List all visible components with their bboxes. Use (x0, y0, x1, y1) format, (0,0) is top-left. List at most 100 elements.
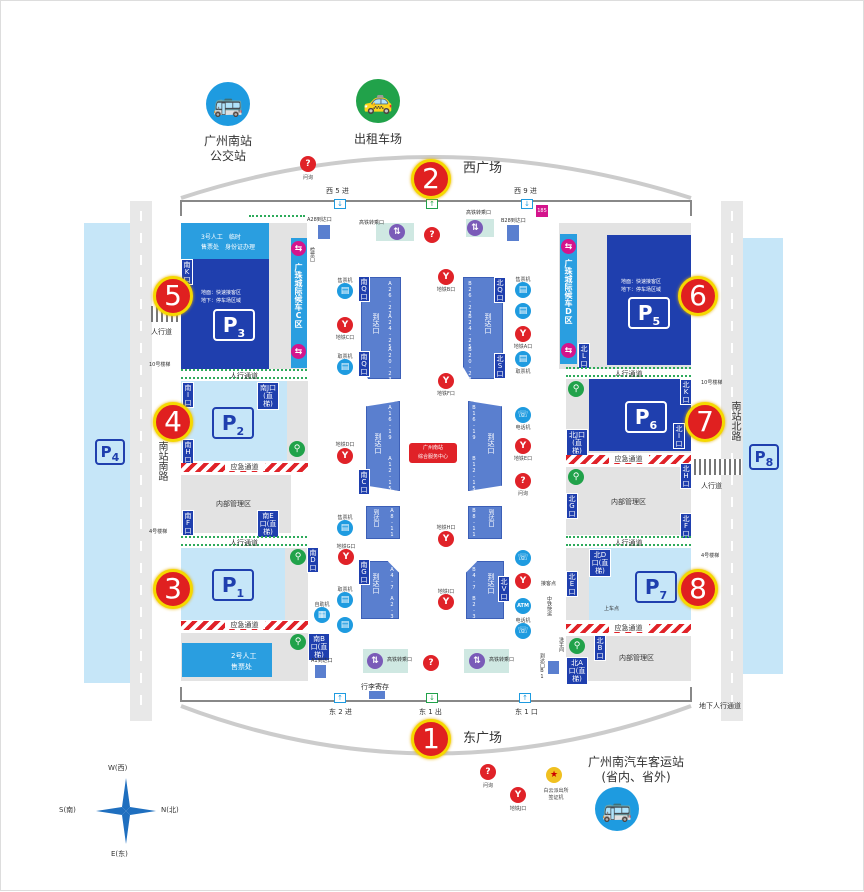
walkway[interactable]: 人行通道 (181, 536, 307, 547)
arrival-a-mid[interactable] (366, 401, 400, 491)
entry-icon[interactable]: ↑ (519, 693, 531, 703)
a28-exit[interactable] (318, 225, 330, 239)
ticket-machine-icon[interactable]: ▤ (337, 592, 353, 608)
gate-south-d[interactable]: 南D口 (307, 547, 319, 573)
gate-north-h[interactable]: 北H口 (680, 463, 692, 489)
facility-label: 地铁A口 (513, 344, 533, 350)
gate-south-e[interactable]: 南E口(直梯) (257, 510, 279, 538)
ticket-machine-icon[interactable]: ▤ (515, 282, 531, 298)
entry-icon[interactable]: ↓ (334, 199, 346, 209)
exit-number-5[interactable]: 5 (153, 276, 193, 316)
question-icon[interactable]: ? (300, 156, 316, 172)
b28-exit[interactable] (507, 225, 519, 241)
gate-north-s[interactable]: 北S口 (494, 353, 506, 379)
phone-icon[interactable]: ☏ (515, 550, 531, 566)
entry-icon[interactable]: ↑ (334, 693, 346, 703)
gate-south-c[interactable]: 南C口 (358, 469, 370, 495)
gate-south-q[interactable]: 南Q口 (358, 276, 370, 302)
gate-north-v[interactable]: 北V口 (498, 576, 510, 602)
gate-south-h[interactable]: 南H口 (182, 439, 194, 465)
ticket-machine-icon[interactable]: ▤ (337, 359, 353, 375)
ticket-machine-icon[interactable]: ▤ (337, 617, 353, 633)
gate-north-k[interactable]: 北K口 (680, 379, 692, 405)
gate-w9: 西 9 进 (514, 187, 537, 195)
self-service-icon[interactable]: ▦ (314, 607, 330, 623)
transfer-label: 高铁转乘口 (466, 210, 492, 216)
arrival-b-small[interactable] (468, 506, 502, 539)
question-icon[interactable]: ? (515, 473, 531, 489)
ticket-machine-icon[interactable]: ▤ (515, 303, 531, 319)
question-icon[interactable]: ? (423, 655, 439, 671)
exit-number-3[interactable]: 3 (153, 569, 193, 609)
gate-north-e[interactable]: 北E口 (566, 571, 578, 597)
waiting-area-d[interactable] (560, 234, 577, 364)
gate-north-d[interactable]: 北D口(直梯) (589, 549, 611, 577)
gate-north-f[interactable]: 北F口 (680, 513, 692, 539)
entry-icon[interactable]: ↓ (521, 199, 533, 209)
ticket-office-2[interactable] (182, 643, 272, 677)
walkway[interactable]: 人行通道 (566, 367, 691, 378)
exit-number-7[interactable]: 7 (685, 402, 725, 442)
arrival-b-south[interactable] (466, 561, 504, 619)
metro-icon[interactable]: Y (438, 269, 454, 285)
gate-e1-out: 东 1 出 (419, 708, 442, 716)
walkway[interactable]: 人行通道 (181, 369, 307, 380)
gate-south-i[interactable]: 南I口 (182, 382, 194, 408)
exit-number-4[interactable]: 4 (153, 402, 193, 442)
bus-icon[interactable]: 🚌 (595, 787, 639, 831)
underpass-label: 地下人行通道 (699, 702, 741, 710)
metro-icon[interactable]: Y (438, 594, 454, 610)
gate-north-j[interactable]: 北J口(直梯) (566, 429, 588, 457)
waiting-area-c[interactable] (291, 238, 307, 368)
gate-south-g[interactable]: 南G口 (358, 559, 370, 585)
exit-number-2[interactable]: 2 (411, 159, 451, 199)
a1-exit[interactable] (315, 665, 326, 678)
metro-icon[interactable]: Y (338, 549, 354, 565)
gate-north-l[interactable]: 北L口 (578, 343, 590, 369)
phone-icon[interactable]: ☏ (515, 407, 531, 423)
gate-north-i[interactable]: 北I口 (673, 423, 685, 449)
exit-number-1[interactable]: 1 (411, 719, 451, 759)
gate-south-q2[interactable]: 南Q口 (358, 351, 370, 377)
metro-icon[interactable]: Y (515, 573, 531, 589)
arrival-a-small[interactable] (366, 506, 400, 539)
metro-icon[interactable]: Y (337, 317, 353, 333)
question-icon[interactable]: ? (480, 764, 496, 780)
ticket-office-3[interactable] (181, 223, 269, 259)
metro-icon[interactable]: Y (438, 531, 454, 547)
b1-exit[interactable] (548, 661, 559, 674)
facility-label: 售票机 (515, 277, 531, 283)
facility-label: 售票机 (337, 278, 353, 284)
ticket-machine-icon[interactable]: ▤ (337, 283, 353, 299)
metro-icon[interactable]: Y (337, 448, 353, 464)
service-center-label: 综合服务中心 (417, 454, 448, 460)
gate-north-a[interactable]: 北A口(直梯) (566, 657, 588, 685)
compass-north: N(北) (161, 806, 179, 814)
phone-icon[interactable]: ☏ (515, 623, 531, 639)
coach-station-label: (省内、省外) (601, 770, 671, 784)
ticket-machine-icon[interactable]: ▤ (515, 351, 531, 367)
atm-icon[interactable]: ATM (515, 598, 531, 614)
gate-south-j[interactable]: 南J口(直梯) (257, 382, 279, 410)
exit-number-8[interactable]: 8 (678, 569, 718, 609)
gate-south-b[interactable]: 南B口(直梯) (308, 633, 330, 661)
metro-icon[interactable]: Y (438, 373, 454, 389)
walkway[interactable]: 人行通道 (566, 536, 691, 547)
service-center[interactable]: 广州南站综合服务中心 (409, 443, 457, 463)
question-icon[interactable]: ? (424, 227, 440, 243)
metro-icon[interactable]: Y (515, 326, 531, 342)
exit-icon[interactable]: ↓ (426, 693, 438, 703)
gate-north-g[interactable]: 北G口 (566, 493, 578, 519)
exit-number-6[interactable]: 6 (678, 276, 718, 316)
arrival-range: A12-15 (387, 456, 393, 492)
exit-icon[interactable]: ↑ (426, 199, 438, 209)
metro-icon[interactable]: Y (510, 787, 526, 803)
taxi-icon[interactable]: 🚕 (356, 79, 400, 123)
gate-south-f[interactable]: 南F口 (182, 510, 194, 536)
facility-label: 地铁G口 (336, 544, 356, 550)
bus-icon[interactable]: 🚌 (206, 82, 250, 126)
ticket-machine-icon[interactable]: ▤ (337, 520, 353, 536)
gate-north-b[interactable]: 北B口 (594, 635, 606, 661)
gate-north-q[interactable]: 北Q口 (494, 277, 506, 303)
metro-icon[interactable]: Y (515, 438, 531, 454)
